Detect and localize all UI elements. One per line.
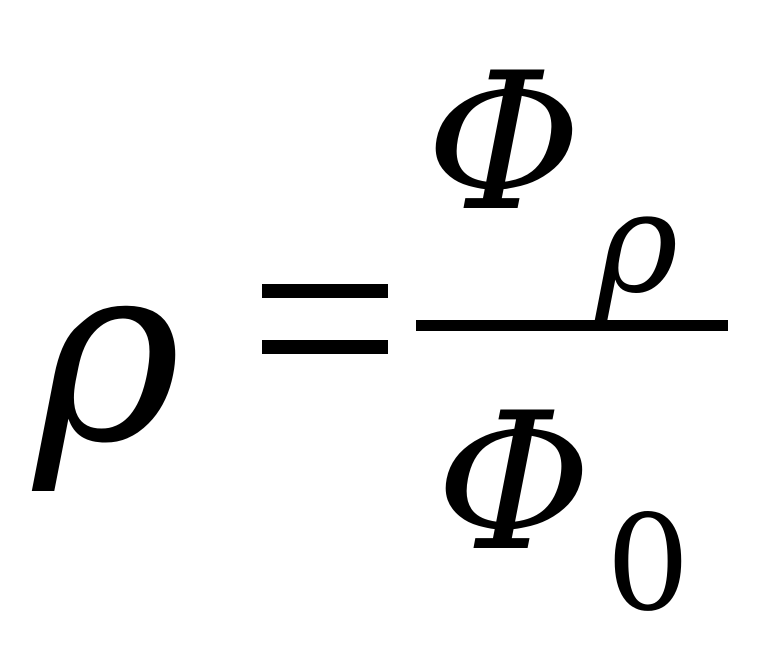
fraction-bar [416,320,728,331]
equals-sign-top-bar [262,284,388,298]
numerator-phi-symbol: Φ [426,32,582,253]
equals-sign-bottom-bar [262,340,388,354]
lhs-rho-symbol: ρ [34,207,181,498]
numerator-subscript-rho: ρ [596,162,679,325]
denominator-subscript-zero: 0 [606,487,690,641]
denominator-phi-symbol: Φ [436,372,592,593]
